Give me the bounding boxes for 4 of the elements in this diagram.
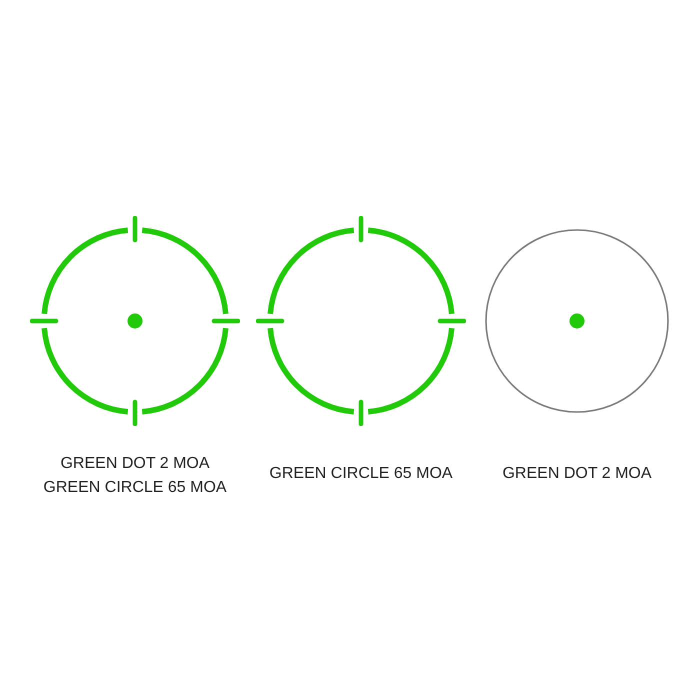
reticle-caption: GREEN CIRCLE 65 MOA xyxy=(268,464,454,484)
reticle-caption: GREEN CIRCLE 65 MOA xyxy=(42,478,228,498)
reticle-caption: GREEN DOT 2 MOA xyxy=(501,464,653,484)
reticle-caption: GREEN DOT 2 MOA xyxy=(59,454,211,474)
